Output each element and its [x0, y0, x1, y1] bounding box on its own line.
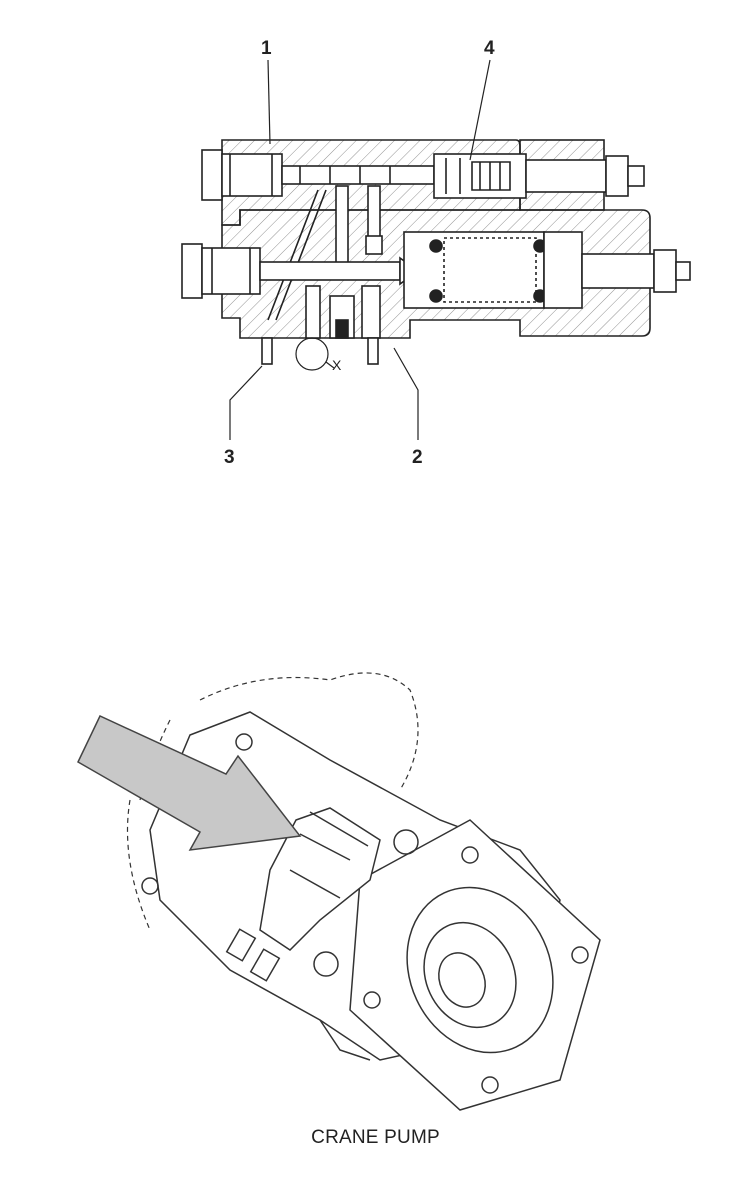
upper-screw-end [627, 165, 645, 187]
leader-2 [393, 347, 419, 440]
lower-locknut [653, 249, 677, 293]
upper-left-fitting [221, 153, 283, 197]
upper-left-plug [201, 149, 223, 201]
lower-adjust-screw [581, 253, 655, 289]
ghost-outline [126, 672, 419, 931]
leader-3 [229, 365, 263, 440]
callout-4: 4 [484, 38, 495, 59]
flange-bore-inner [423, 921, 517, 1029]
upper-spool-bore [281, 165, 435, 185]
stud-right [367, 337, 379, 365]
detail-x-label: X [332, 357, 342, 373]
callout-3: 3 [224, 447, 235, 468]
lower-left-fitting [201, 247, 261, 295]
valve-section-view [181, 59, 691, 440]
pump-caption: CRANE PUMP [311, 1127, 440, 1148]
internal-channel-diagonal [267, 189, 327, 321]
leader-1 [267, 59, 271, 145]
callout-2: 2 [412, 447, 423, 468]
fitting-left [225, 928, 257, 962]
callout-1: 1 [261, 38, 272, 59]
leader-4 [469, 59, 491, 161]
pointer-arrow [77, 715, 302, 851]
lower-screw-end [675, 261, 691, 281]
lower-spool-bore [259, 261, 401, 281]
upper-adjust-screw [525, 159, 607, 193]
lower-left-plug [181, 243, 203, 299]
crane-pump-view [126, 672, 601, 1111]
flange-bore-outer [406, 886, 554, 1054]
front-flange [349, 819, 601, 1111]
control-valve-block [259, 807, 381, 951]
lower-right-cap [543, 231, 583, 309]
upper-locknut [605, 155, 629, 197]
stud-left [261, 337, 273, 365]
fitting-right [249, 948, 281, 982]
detail-circle [295, 337, 329, 371]
